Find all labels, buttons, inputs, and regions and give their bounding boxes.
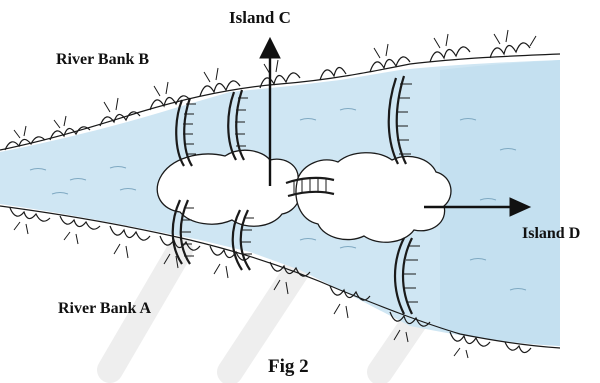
island-c-label: Island C	[229, 9, 291, 26]
island-d-label: Island D	[522, 226, 580, 242]
river-bank-b-label: River Bank B	[56, 52, 149, 68]
figure-caption: Fig 2	[268, 357, 309, 376]
river-bank-a-label: River Bank A	[58, 301, 151, 317]
